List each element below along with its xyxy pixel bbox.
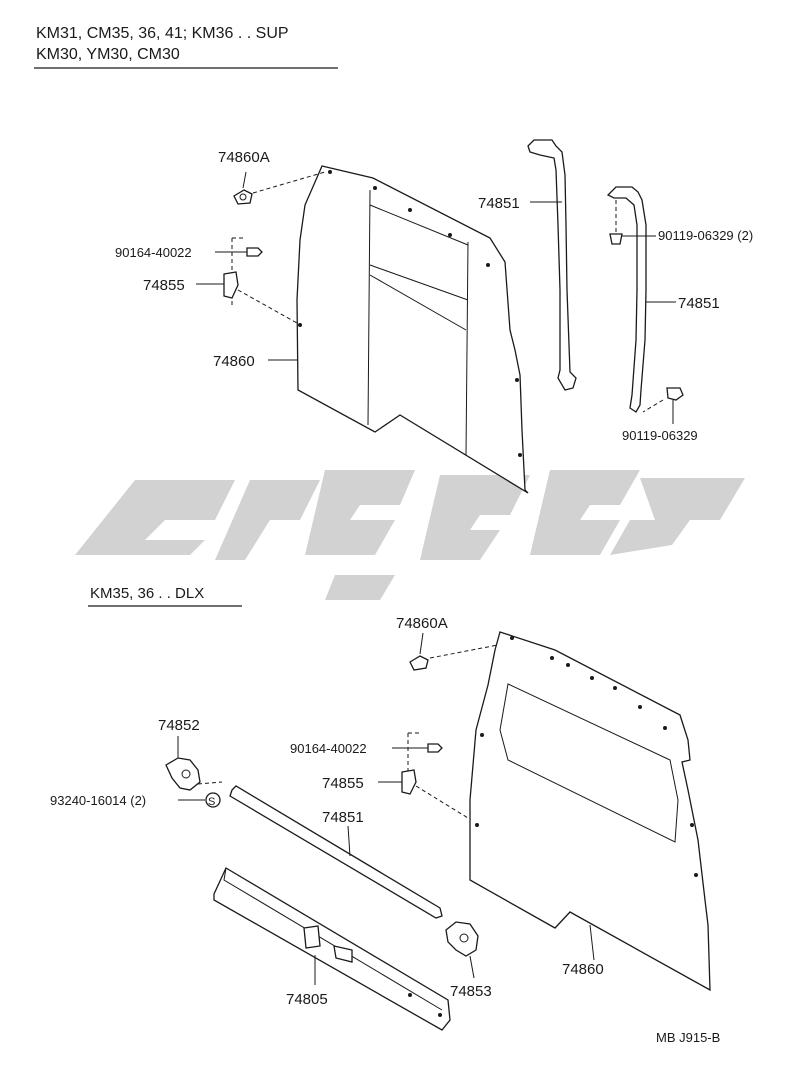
label-lower-clip-74860a: 74860A [396,615,448,632]
lower-clip-74860a [409,632,499,671]
label-upper-bolt: 90119-06329 [622,428,698,443]
section-label-dlx: KM35, 36 . . DLX [90,585,204,602]
lower-rail-74805 [213,867,451,1031]
leader-lower-board [589,924,595,961]
label-upper-board: 74860 [213,353,255,370]
upper-board-74860 [296,165,529,494]
upper-strap-right-74851 [606,186,684,413]
lower-bracket-74853 [445,921,479,979]
label-upper-clip-74860a: 74860A [218,149,270,166]
watermark-logo [75,470,745,600]
screw-s-mark: S [208,796,215,808]
lower-rod-74851 [229,785,443,919]
lower-bracket-74852 [165,736,201,791]
label-lower-board: 74860 [562,961,604,978]
upper-screw-90164 [215,237,263,305]
label-lower-bracket-74853: 74853 [450,983,492,1000]
label-lower-bracket-74852: 74852 [158,717,200,734]
upper-bracket-74855 [196,271,298,324]
model-header-line-1: KM31, CM35, 36, 41; KM36 . . SUP [36,25,289,42]
label-upper-bracket: 74855 [143,277,185,294]
label-lower-bracket: 74855 [322,775,364,792]
label-upper-screw: 90164-40022 [115,245,192,260]
label-upper-strap-right: 74851 [678,295,720,312]
upper-clip-74860a [233,171,326,205]
lower-board-74860 [469,631,711,992]
label-lower-rail: 74805 [286,991,328,1008]
label-upper-strap-left: 74851 [478,195,520,212]
lower-screw-s: S [178,781,223,808]
label-lower-screw-s: 93240-16014 (2) [50,793,146,808]
upper-strap-left-74851 [527,139,577,391]
leader-lower-rod [347,825,351,857]
model-header-line-2: KM30, YM30, CM30 [36,46,180,63]
lower-screw-90164 [392,732,443,775]
lower-bracket-74855 [378,769,469,819]
label-lower-rod: 74851 [322,809,364,826]
label-lower-screw: 90164-40022 [290,741,367,756]
diagram-code: MB J915-B [656,1030,720,1045]
label-upper-bolt-2: 90119-06329 (2) [658,228,753,243]
